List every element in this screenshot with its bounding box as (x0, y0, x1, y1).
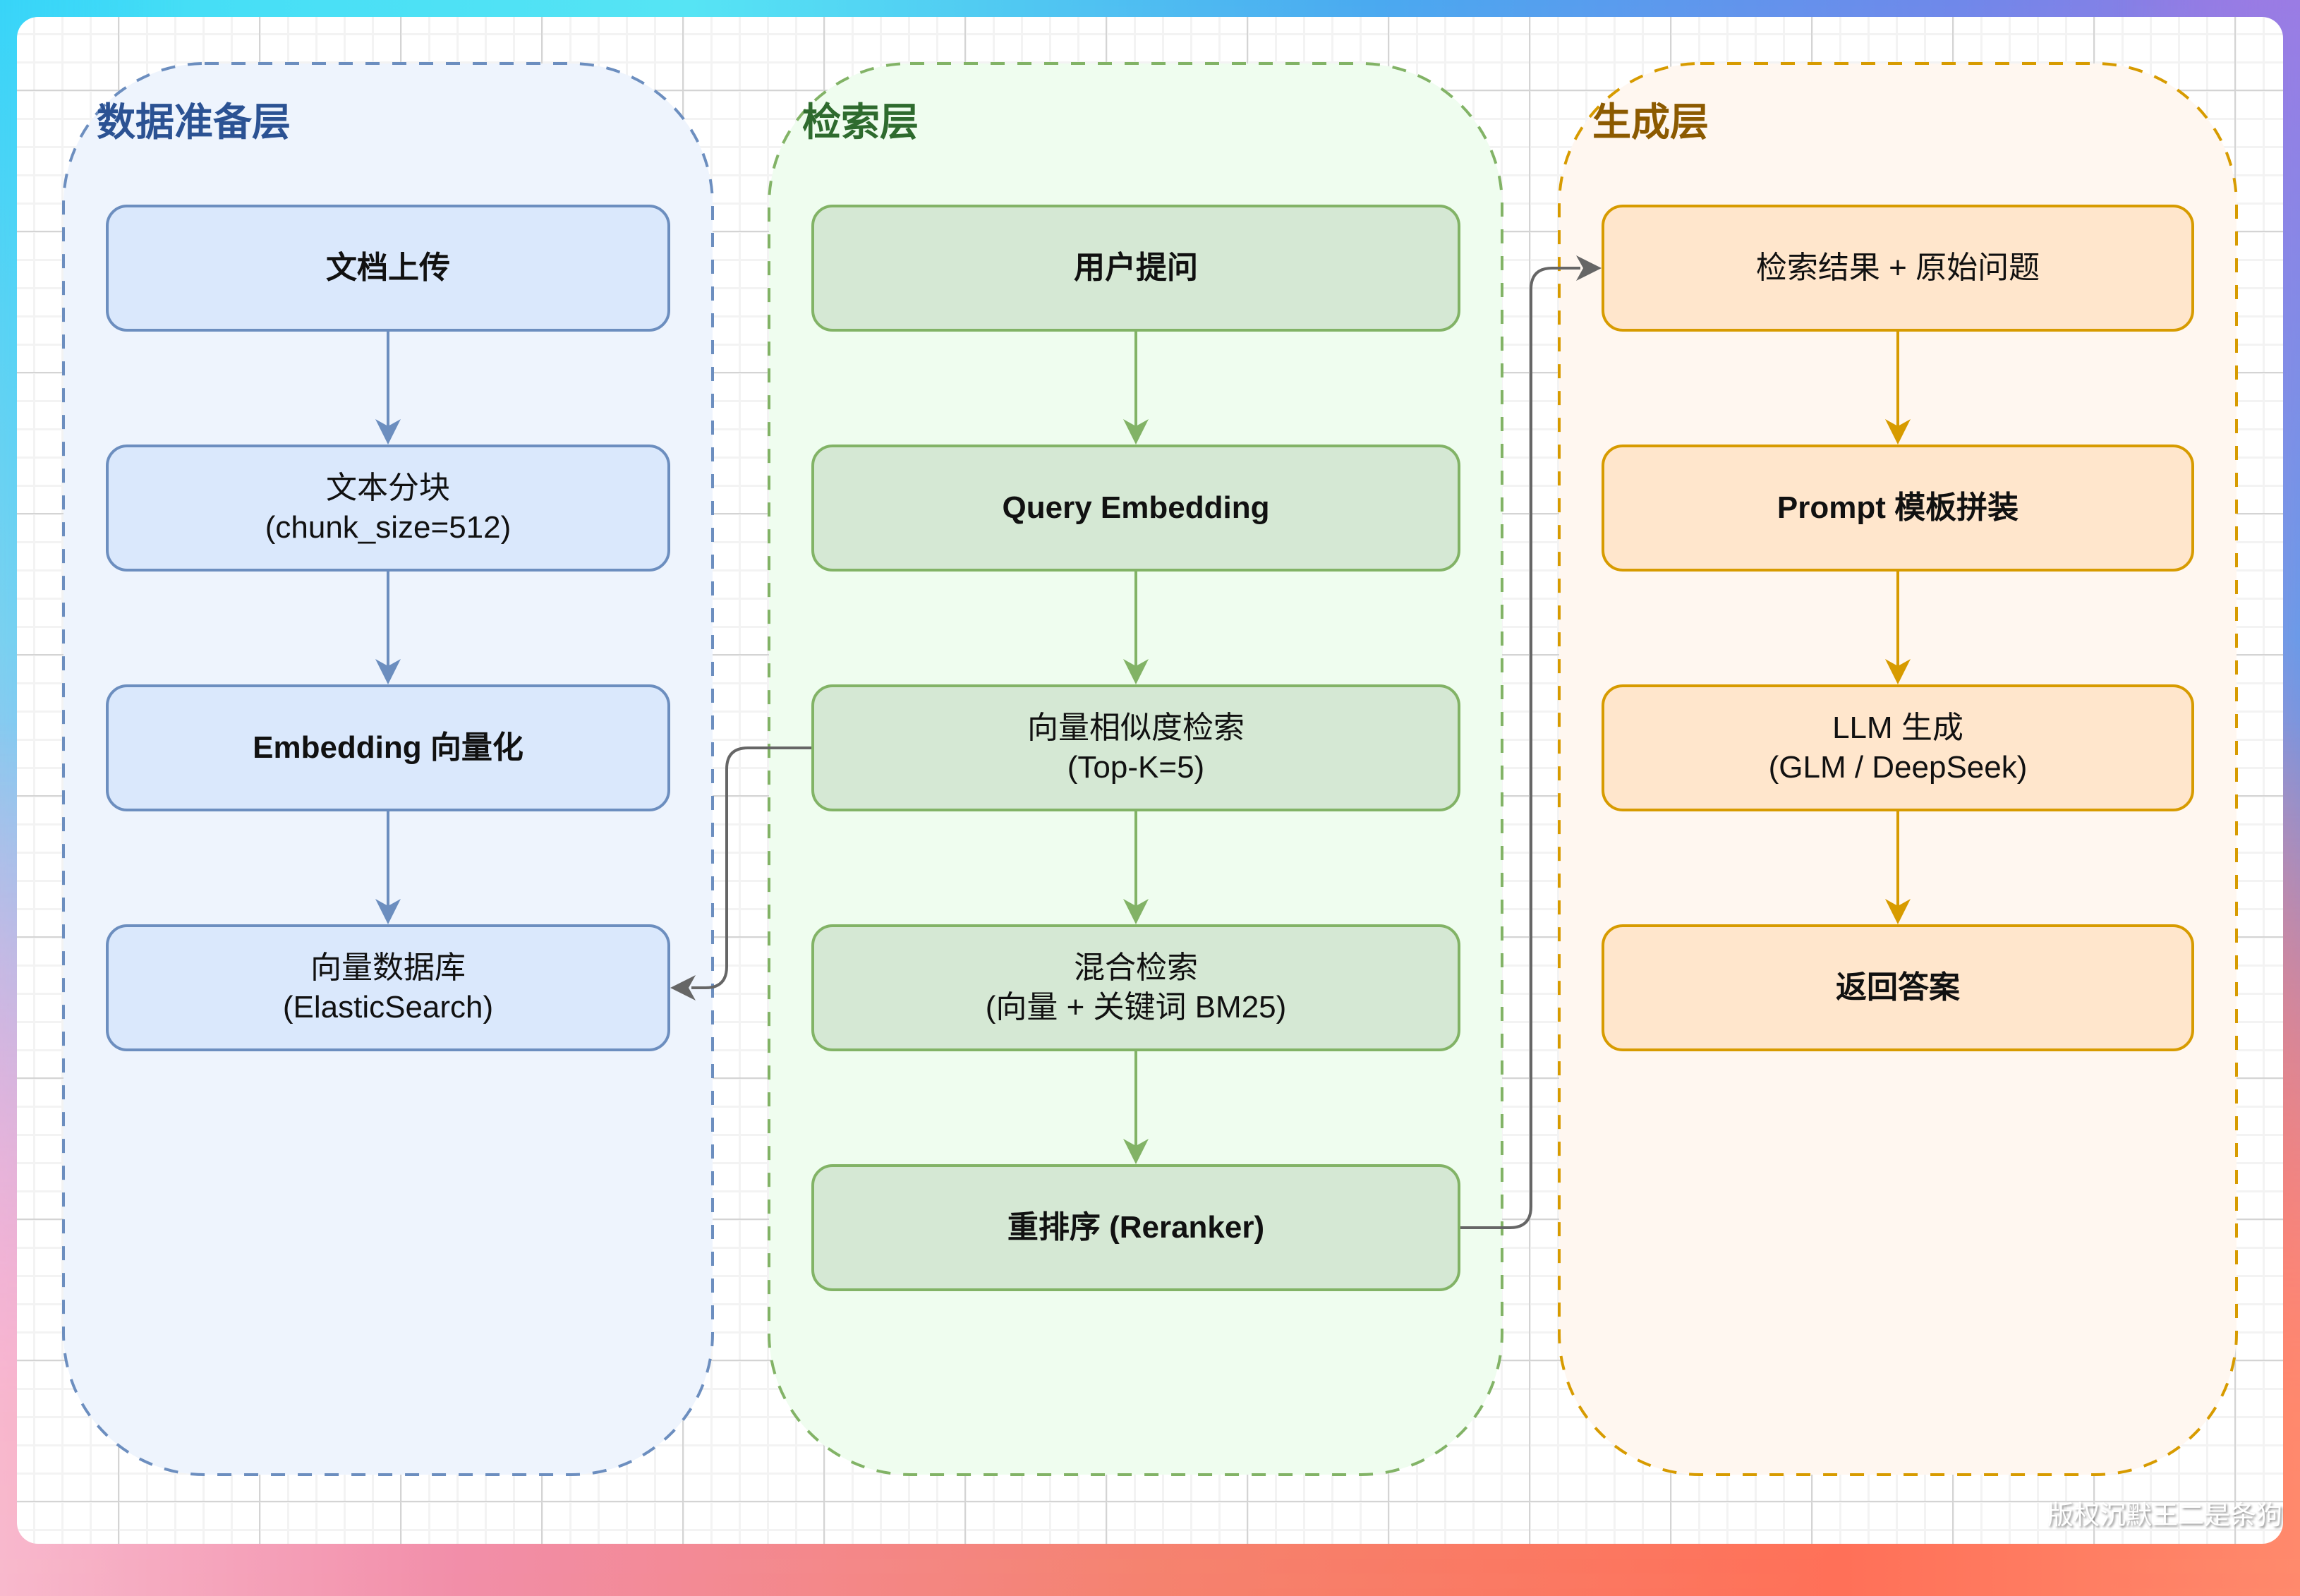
arrowhead-icon (670, 975, 696, 1000)
node-label-line: 重排序 (Reranker) (1007, 1210, 1265, 1245)
node-label-line: (ElasticSearch) (282, 990, 494, 1024)
arrowhead-icon (375, 419, 401, 445)
node-user-question[interactable]: 用户提问 (811, 205, 1460, 332)
node-llm-generate[interactable]: LLM 生成 (GLM / DeepSeek) (1602, 684, 2194, 811)
node-doc-upload[interactable]: 文档上传 (106, 205, 670, 332)
node-prompt-template[interactable]: Prompt 模板拼装 (1602, 445, 2194, 572)
arrowhead-icon (1885, 419, 1911, 445)
arrowhead-icon (375, 659, 401, 684)
layer-title-generation: 生成层 (1592, 100, 1709, 144)
node-label-line: 向量相似度检索 (1027, 711, 1245, 745)
edge-reranker-to-results-question (1460, 267, 1580, 1229)
layer-title-data-prep: 数据准备层 (97, 100, 291, 144)
node-embedding[interactable]: Embedding 向量化 (106, 684, 670, 811)
layer-title-retrieval: 检索层 (802, 100, 919, 144)
arrowhead-icon (375, 899, 401, 924)
arrowhead-icon (1576, 255, 1602, 281)
arrowhead-icon (1885, 899, 1911, 924)
arrowhead-icon (1123, 1139, 1149, 1164)
node-label-line: (GLM / DeepSeek) (1768, 750, 2028, 785)
edges-layer (375, 255, 1911, 1229)
node-label-line: Embedding 向量化 (253, 730, 523, 765)
node-text-chunk[interactable]: 文本分块 (chunk_size=512) (106, 445, 670, 572)
node-vector-db[interactable]: 向量数据库 (ElasticSearch) (106, 924, 670, 1051)
node-label-line: 文本分块 (325, 471, 450, 505)
node-label-line: 用户提问 (1074, 250, 1198, 285)
node-label-line: Query Embedding (1002, 490, 1270, 525)
arrowhead-icon (1123, 419, 1149, 445)
node-label-line: (Top-K=5) (1067, 750, 1205, 785)
node-label-line: Prompt 模板拼装 (1777, 490, 2019, 525)
node-hybrid-search[interactable]: 混合检索 (向量 + 关键词 BM25) (811, 924, 1460, 1051)
watermark: 版权沉默王二是条狗 (2047, 1501, 2282, 1530)
node-results-question[interactable]: 检索结果 + 原始问题 (1602, 205, 2194, 332)
arrowhead-icon (1885, 659, 1911, 684)
node-return-answer[interactable]: 返回答案 (1602, 924, 2194, 1051)
node-label-line: 检索结果 + 原始问题 (1755, 250, 2040, 285)
node-label-line: (向量 + 关键词 BM25) (985, 990, 1287, 1024)
node-label-line: 向量数据库 (310, 950, 466, 985)
arrowhead-icon (1123, 659, 1149, 684)
arrowhead-icon (1123, 899, 1149, 924)
diagram-canvas: 文档上传文本分块(chunk_size=512)Embedding 向量化向量数… (17, 17, 2283, 1544)
node-label-line: 混合检索 (1074, 950, 1198, 985)
edge-vector-search-to-vector-db (691, 746, 811, 989)
node-label-line: LLM 生成 (1832, 711, 1963, 745)
node-label-line: 返回答案 (1836, 970, 1960, 1005)
node-query-embedding[interactable]: Query Embedding (811, 445, 1460, 572)
node-label-line: (chunk_size=512) (265, 510, 512, 545)
node-label-line: 文档上传 (326, 250, 450, 285)
node-vector-search[interactable]: 向量相似度检索 (Top-K=5) (811, 684, 1460, 811)
node-reranker[interactable]: 重排序 (Reranker) (811, 1164, 1460, 1291)
